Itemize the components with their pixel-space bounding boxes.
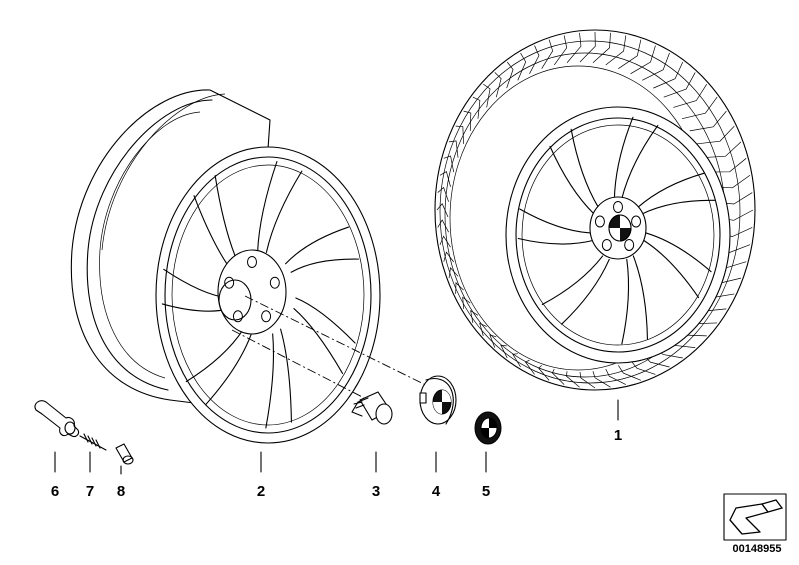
- part-label-2: 2: [256, 483, 266, 500]
- part-label-8: 8: [116, 483, 126, 500]
- part-label-4: 4: [431, 483, 441, 500]
- part-label-7: 7: [85, 483, 95, 500]
- wheel-with-tyre: [434, 29, 756, 391]
- part-label-5: 5: [481, 483, 491, 500]
- valve-cap: [115, 443, 134, 465]
- part-label-6: 6: [50, 483, 60, 500]
- tyre-valve: [34, 400, 80, 438]
- wheel-bolt: [351, 391, 393, 425]
- hub-cap: [419, 375, 457, 425]
- view-direction-icon: [723, 493, 787, 541]
- part-label-3: 3: [371, 483, 381, 500]
- emblem: [474, 411, 502, 445]
- light-alloy-rim: [70, 89, 381, 444]
- leader-lines: [54, 399, 619, 475]
- part-label-1: 1: [613, 427, 623, 444]
- valve-insert: [79, 433, 107, 451]
- diagram-code: 00148955: [732, 543, 782, 555]
